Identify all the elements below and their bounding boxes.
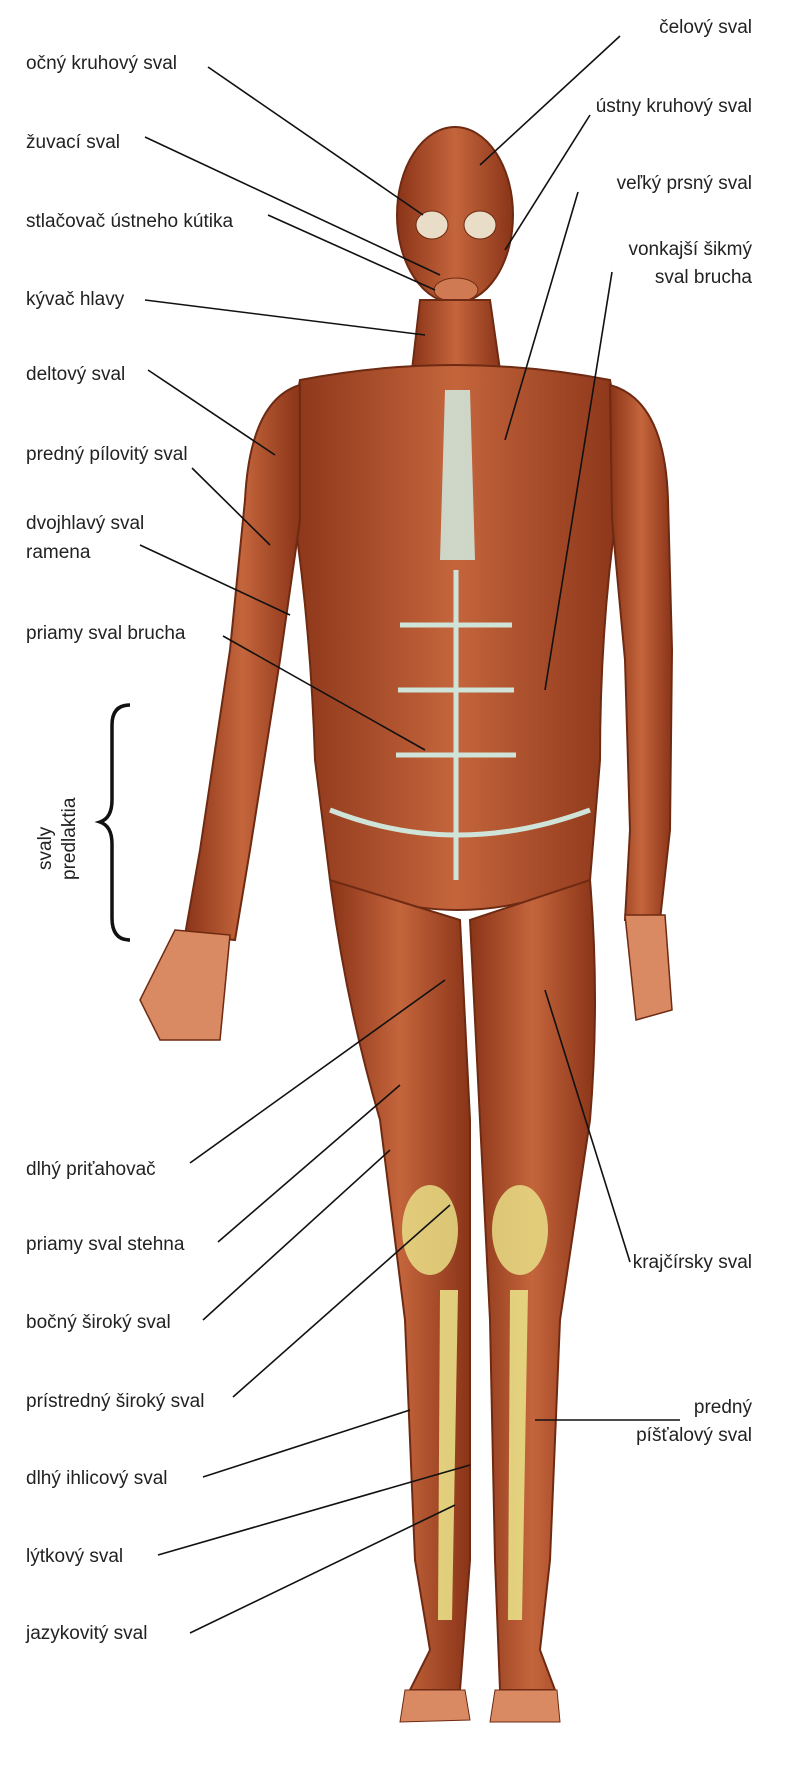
label-priamy-sval-brucha: priamy sval brucha xyxy=(26,623,186,644)
forearm-brace xyxy=(94,703,131,942)
left-hand xyxy=(624,914,673,1021)
right-leg xyxy=(328,878,471,1691)
label-dvojhlavy-sval-ramena-line1: dvojhlavý sval xyxy=(26,513,145,534)
label-ocny-kruhovy-sval: očný kruhový sval xyxy=(26,53,178,74)
label-stlacovac-ustneho-kutika: stlačovač ústneho kútika xyxy=(26,211,234,232)
brace-label-line1: svaly xyxy=(35,826,56,870)
left-arm xyxy=(608,383,674,921)
right-knee xyxy=(402,1185,458,1275)
label-priamy-sval-stehna: priamy sval stehna xyxy=(26,1234,185,1255)
label-predny-pistalovy-sval-line1: predný xyxy=(693,1397,752,1418)
right-arm xyxy=(183,383,301,942)
sternum-tendon xyxy=(440,390,475,560)
left-leg xyxy=(468,878,596,1691)
label-vonkajsi-sikmy-sval-brucha-line2: sval brucha xyxy=(654,267,752,288)
label-dlhy-ihlicovy-sval: dlhý ihlicový sval xyxy=(26,1468,168,1489)
neck xyxy=(410,299,502,371)
shin-yellow-left xyxy=(508,1290,528,1620)
leader-lines xyxy=(139,35,680,1634)
label-krajcirsky-sval: krajčírsky sval xyxy=(632,1252,752,1273)
label-kyvac-hlavy: kývač hlavy xyxy=(26,289,125,310)
label-dlhy-pritahovac: dlhý priťahovač xyxy=(26,1159,156,1180)
label-velky-prsny-sval: veľký prsný sval xyxy=(616,173,752,194)
label-predny-pistalovy-sval-line2: píšťalový sval xyxy=(636,1425,752,1446)
label-celovy-sval: čelový sval xyxy=(659,17,752,38)
label-ustny-kruhovy-sval: ústny kruhový sval xyxy=(595,96,752,117)
shin-yellow-right xyxy=(438,1290,458,1620)
left-knee xyxy=(492,1185,548,1275)
label-lytkovy-sval: lýtkový sval xyxy=(26,1546,124,1567)
label-zuvaci-sval: žuvací sval xyxy=(26,132,120,153)
brace-label-line2: predlaktia xyxy=(59,797,80,880)
head xyxy=(396,126,514,304)
label-deltovy-sval: deltový sval xyxy=(26,364,126,385)
label-vonkajsi-sikmy-sval-brucha-line1: vonkajší šikmý xyxy=(628,239,752,260)
label-pristredny-siroky-sval: prístredný široký sval xyxy=(26,1391,205,1412)
label-predny-pilovity-sval: predný pílovitý sval xyxy=(26,444,188,465)
right-hand xyxy=(139,929,231,1041)
label-dvojhlavy-sval-ramena-line2: ramena xyxy=(26,542,91,563)
label-jazykovity-sval: jazykovitý sval xyxy=(26,1623,148,1644)
label-bocny-siroky-sval: bočný široký sval xyxy=(26,1312,171,1333)
abdominal-muscles xyxy=(329,570,591,880)
feet xyxy=(399,1689,561,1723)
